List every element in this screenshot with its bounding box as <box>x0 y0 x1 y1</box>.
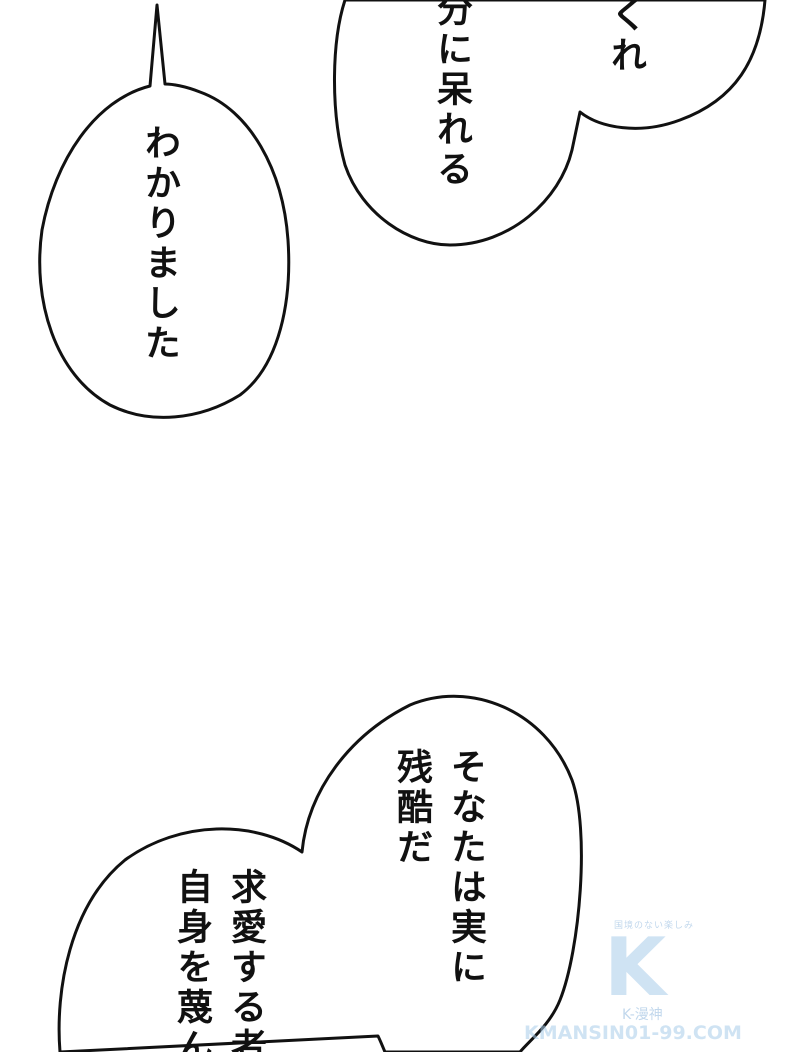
balloon-top-right-line-2: 分に呆れる <box>431 0 473 190</box>
balloon-bottom-line-1: そなたは実に <box>445 748 487 988</box>
balloon-left-line-1: わかりました <box>139 124 181 364</box>
watermark-caption: 国境のない楽しみ <box>614 921 695 931</box>
balloon-bottom-line-4: 自身を蔑ん <box>171 868 213 1052</box>
watermark-url: KMANSIN01-99.COM <box>524 1022 742 1044</box>
speech-balloon-bottom <box>57 694 583 1052</box>
watermark-k-icon: K <box>604 921 666 1014</box>
balloon-bottom-line-3: 求愛する者 <box>225 868 267 1052</box>
balloon-bottom-line-2: 残酷だ <box>391 748 433 868</box>
speech-balloon-top-right <box>333 0 767 247</box>
balloon-top-right-line-1: くれ <box>605 0 647 76</box>
watermark-subtitle: K-漫神 <box>622 1007 663 1023</box>
watermark-logo: 国境のない楽しみ K K-漫神 KMANSIN01-99.COM <box>524 918 794 1048</box>
speech-balloon-left <box>38 3 291 419</box>
